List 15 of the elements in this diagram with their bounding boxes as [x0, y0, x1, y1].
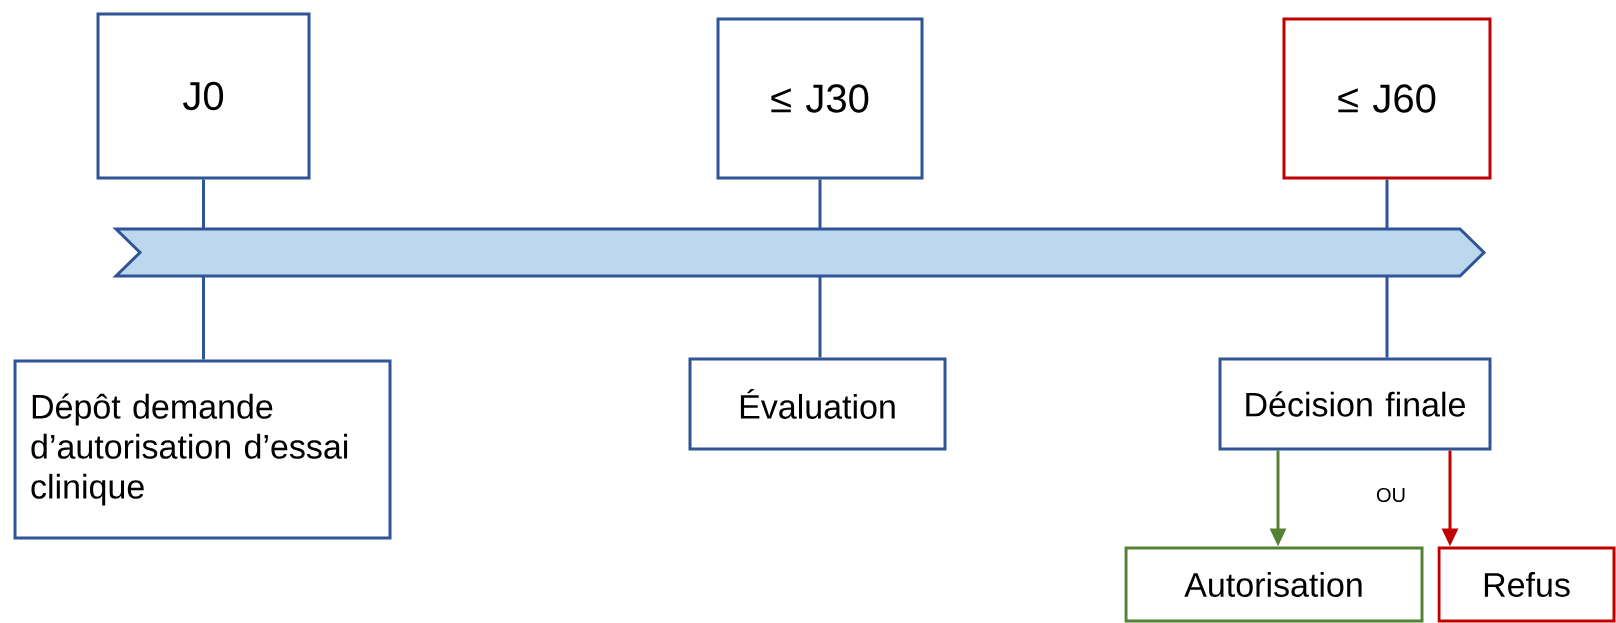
connector-line	[202, 179, 205, 229]
connector-line	[818, 276, 822, 358]
connector-line	[1385, 179, 1389, 229]
connector-line	[202, 276, 205, 360]
outcome-box: Autorisation	[1124, 546, 1424, 623]
milestone-box: J0	[96, 12, 311, 180]
milestone-box: ≤ J60	[1282, 17, 1492, 180]
outcome-box: Refus	[1437, 546, 1616, 623]
step-box: Dépôt demande d’autorisation d’essai clinique	[13, 359, 392, 540]
note-text: OU	[1376, 487, 1405, 503]
step-box: Décision finale	[1218, 357, 1492, 451]
step-box: Évaluation	[688, 357, 947, 451]
connector-line	[1385, 276, 1389, 358]
milestone-box: ≤ J30	[716, 17, 924, 180]
connector-line	[818, 179, 822, 229]
